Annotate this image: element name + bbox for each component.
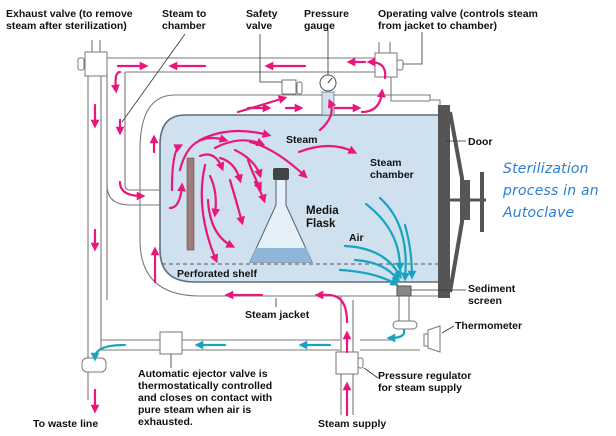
label-media-flask: Media Flask — [306, 205, 339, 230]
label-waste-line: To waste line — [33, 418, 99, 430]
pressure-regulator-leader — [363, 367, 379, 379]
top-pipe — [100, 57, 380, 300]
steam-arrow — [228, 178, 245, 226]
shelf-plate — [186, 157, 195, 251]
steam-arrow — [236, 95, 288, 114]
air-arrow — [353, 258, 401, 283]
label-steam-supply: Steam supply — [318, 418, 387, 430]
steam-arrow — [318, 98, 337, 132]
pressure-gauge-needle — [327, 77, 333, 84]
flask-cap — [273, 168, 289, 180]
air-flow-arrows — [90, 196, 417, 362]
steam-arrow — [233, 148, 263, 179]
label-pressure-gauge: Pressure gauge — [304, 8, 349, 32]
steam-flow-arrows — [90, 57, 387, 417]
label-thermometer: Thermometer — [455, 320, 523, 332]
bottom-pipe — [100, 339, 420, 351]
steam-arrow — [200, 163, 219, 264]
operating-valve-leader — [403, 32, 423, 65]
steam-arrow — [360, 88, 386, 114]
safety-valve-knob — [296, 81, 303, 95]
steam-arrow — [213, 137, 266, 150]
waste-pipe — [87, 76, 102, 400]
label-safety-valve: Safety valve — [246, 8, 278, 32]
steam-arrow — [206, 198, 236, 248]
air-arrow — [403, 223, 417, 280]
steam-arrow — [246, 158, 262, 192]
steam-arrow — [118, 180, 146, 201]
label-perforated-shelf: Perforated shelf — [177, 268, 257, 280]
exhaust-to-chamber-pipe — [106, 184, 160, 206]
label-exhaust-valve: Exhaust valve (to remove steam after ste… — [6, 8, 133, 32]
steam-arrow — [248, 140, 308, 179]
diagram-title: Sterilization process in an Autoclave — [503, 161, 599, 221]
label-steam: Steam — [286, 134, 318, 146]
steam-arrow — [198, 129, 272, 142]
thermometer-leader — [441, 325, 455, 334]
steam-arrow — [218, 156, 243, 184]
steam-arrow — [168, 182, 186, 210]
air-arrow — [338, 268, 400, 286]
sediment-screen — [396, 285, 412, 297]
operating-valve-knob — [396, 59, 404, 71]
air-arrow — [364, 202, 405, 272]
air-arrow — [386, 328, 406, 343]
label-door: Door — [468, 136, 493, 148]
label-steam-chamber: Steam chamber — [370, 157, 414, 181]
operating-valve-stem — [378, 42, 430, 102]
exhaust-valve-stem — [91, 40, 101, 52]
label-pressure-regulator: Pressure regulator for steam supply — [378, 370, 472, 394]
steam-arrow — [178, 134, 229, 172]
steam-jacket-outer-wall — [139, 94, 441, 297]
steam-arrow — [111, 70, 122, 94]
thermometer-stem — [423, 333, 429, 347]
steam-to-chamber-leader — [121, 33, 186, 123]
safety-valve-leader — [259, 34, 282, 83]
label-steam-to-chamber: Steam to chamber — [162, 8, 207, 32]
thermometer — [427, 325, 441, 353]
label-sediment-screen: Sediment screen — [468, 283, 516, 307]
steam-arrow — [198, 153, 225, 172]
media-liquid — [250, 248, 312, 262]
label-air: Air — [349, 232, 364, 244]
steam-arrow — [297, 144, 358, 154]
label-operating-valve: Operating valve (controls steam from jac… — [378, 8, 538, 32]
ejector-valve — [159, 331, 183, 355]
air-arrow — [90, 343, 127, 362]
door — [438, 105, 450, 298]
drain-pipe — [398, 296, 410, 322]
exhaust-valve — [84, 51, 108, 77]
steam-arrow — [314, 290, 349, 324]
label-steam-jacket: Steam jacket — [245, 309, 310, 321]
drain-coupling — [392, 320, 418, 330]
label-ejector-valve: Automatic ejector valve is thermostatica… — [138, 368, 273, 428]
steam-arrow — [208, 174, 221, 218]
pressure-regulator-knob — [357, 357, 364, 369]
air-arrow — [378, 196, 410, 282]
pressure-regulator — [335, 351, 359, 375]
exhaust-valve-knob — [77, 57, 85, 71]
air-arrow — [343, 244, 402, 280]
steam-arrow — [170, 144, 184, 192]
steam-arrow — [366, 57, 387, 80]
waste-pipe-coupling — [81, 357, 107, 373]
steam-arrow — [253, 180, 267, 204]
safety-valve — [281, 79, 297, 95]
